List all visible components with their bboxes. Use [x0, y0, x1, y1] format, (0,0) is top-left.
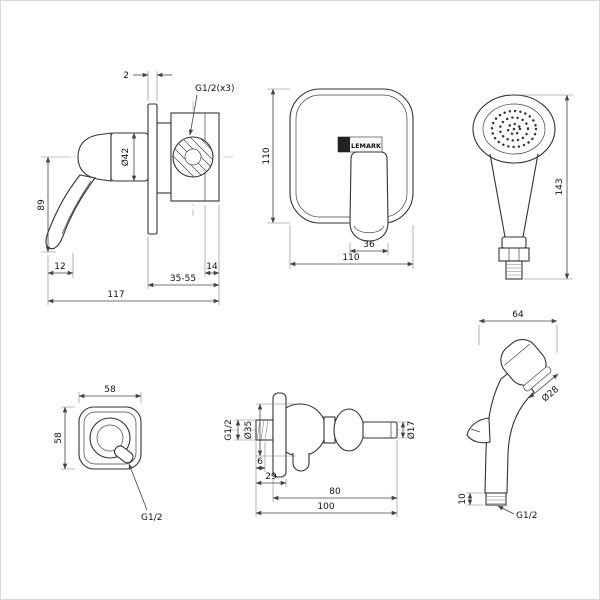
- spray-nozzles: [490, 109, 538, 149]
- dim-dia28-line: [528, 373, 559, 399]
- valve-flange: [156, 122, 172, 194]
- handle-front: [349, 151, 389, 242]
- dia-pin-label: Ø17: [406, 421, 417, 440]
- outlet-thread-label: G1/2: [224, 419, 234, 440]
- dim-64-extensions: [478, 325, 558, 353]
- outlet-hook: [292, 453, 310, 472]
- view-plate-front: LEMARK 110 36 110: [262, 88, 414, 269]
- shower-head-face: [482, 103, 546, 155]
- shower-nut-facets: [508, 248, 520, 261]
- square-plate-inner: [83, 411, 137, 465]
- shower-thread-side-lines: [486, 496, 506, 504]
- dim-110h-extensions: [289, 225, 414, 269]
- brand-logo-mark: [338, 137, 350, 152]
- view-square-plate: 58 58 G1/2: [54, 385, 162, 523]
- dim-dia35-extensions: [256, 403, 296, 457]
- shower-neck: [489, 153, 539, 238]
- outlet-pin: [362, 421, 398, 439]
- dia-flange-label: Ø35: [243, 421, 254, 440]
- shower-thread: [505, 260, 523, 280]
- dim-plate-width-label: 58: [104, 385, 116, 395]
- wall-plate-side: [147, 103, 158, 235]
- valve-inner-circle: [184, 148, 202, 166]
- view-handshower-front: 143: [472, 94, 573, 280]
- view-handshower-side: 64 Ø28 10 G1/2: [458, 310, 561, 521]
- dim-width-label: 110: [342, 253, 359, 263]
- outlet-wall-plate: [272, 392, 287, 478]
- outlet-knob: [333, 408, 365, 452]
- shower-hook-notch: [470, 428, 481, 433]
- shower-thread-leader: [497, 505, 515, 515]
- shower-thread-label: G1/2: [516, 511, 537, 521]
- dim-shower-width-label: 64: [512, 310, 524, 320]
- shower-nut: [498, 247, 530, 262]
- dim-10-extensions: [466, 492, 484, 506]
- outlet-neck: [323, 416, 336, 444]
- shower-connector: [501, 236, 527, 249]
- handle-lever-detail-line: [61, 180, 92, 235]
- dim-a-label: 6: [257, 457, 263, 467]
- dim-3555-extensions: [147, 205, 220, 289]
- dim-body-step-label: 14: [206, 262, 218, 272]
- dim-depth-range-label: 35-55: [170, 274, 196, 284]
- shower-thread-lines: [506, 264, 522, 276]
- shower-hook: [466, 417, 491, 444]
- dim-c-label: 80: [329, 487, 341, 497]
- dim-handle-length-label: 89: [37, 199, 47, 211]
- dim-total-label: 100: [317, 502, 334, 512]
- dim-tip-label: 12: [54, 262, 65, 272]
- shower-handle-side: [484, 366, 535, 494]
- dia-handle-label: Ø42: [120, 148, 131, 167]
- dim-handle-width-label: 36: [363, 240, 375, 250]
- brand-logo-text: LEMARK: [351, 142, 382, 150]
- dim-height-label: 110: [262, 147, 272, 164]
- square-plate-thread-label: G1/2: [141, 513, 162, 523]
- dim-thread-label: 10: [458, 493, 468, 505]
- dim-plate-height-label: 58: [54, 432, 64, 444]
- outlet-circle-inner: [96, 424, 124, 452]
- view-wall-outlet: G1/2 Ø35 Ø17 6 29 80 100: [224, 392, 417, 517]
- dim-total-label: 117: [107, 290, 124, 300]
- dim-plate-thickness-label: 2: [123, 71, 129, 81]
- thread-label: G1/2(x3): [195, 84, 235, 94]
- dim-b-label: 29: [265, 472, 277, 482]
- view-mixer-side: 2 G1/2(x3) Ø42 89 12 14 35-55 117: [37, 71, 236, 305]
- dim-shower-height-label: 143: [555, 178, 565, 195]
- handle-head: [77, 132, 112, 182]
- shower-thread-side: [485, 492, 507, 506]
- thread-leader-line: [188, 94, 198, 136]
- dim-2-extensions: [147, 71, 158, 101]
- thread-leader: [128, 463, 148, 511]
- outlet-flap: [113, 445, 134, 464]
- handle-front-detail: [353, 225, 385, 234]
